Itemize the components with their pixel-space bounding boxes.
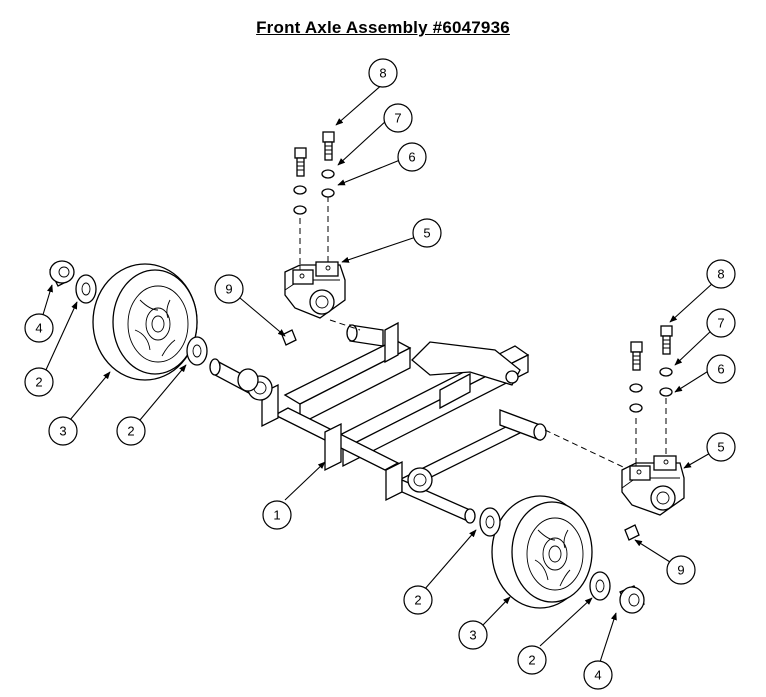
right-wheel-part bbox=[491, 495, 593, 609]
left-inner-washer-part bbox=[186, 336, 208, 366]
diagram-title: Front Axle Assembly #6047936 bbox=[256, 18, 510, 37]
callout-6-right: 6 bbox=[706, 354, 736, 384]
axis-centerline-left bbox=[329, 319, 361, 331]
left-bolts-part bbox=[294, 131, 335, 177]
callout-3-right-label: 3 bbox=[469, 628, 476, 643]
callout-6-left: 6 bbox=[397, 142, 427, 172]
callout-5-left: 5 bbox=[412, 218, 442, 248]
callout-4-right: 4 bbox=[583, 660, 613, 690]
right-collar-part bbox=[619, 585, 645, 614]
callout-4-left: 4 bbox=[24, 313, 54, 343]
callout-3-left-label: 3 bbox=[59, 424, 66, 439]
right-bolts-part bbox=[630, 325, 673, 371]
left-wheel-part bbox=[92, 263, 198, 381]
callout-2-left-outer: 2 bbox=[24, 367, 54, 397]
callout-2-left-inner: 2 bbox=[116, 416, 146, 446]
callout-2-left-inner-label: 2 bbox=[127, 424, 134, 439]
callout-8-left-label: 8 bbox=[379, 66, 386, 81]
callout-9-right-label: 9 bbox=[677, 563, 684, 578]
callout-3-left: 3 bbox=[48, 416, 78, 446]
left-collar-part bbox=[49, 260, 75, 287]
left-set-screw-part bbox=[281, 329, 297, 346]
callout-6-left-label: 6 bbox=[408, 150, 415, 165]
callout-7-left-label: 7 bbox=[394, 111, 401, 126]
callout-5-right: 5 bbox=[706, 432, 736, 462]
callout-8-right-label: 8 bbox=[717, 267, 724, 282]
callout-8-right: 8 bbox=[706, 259, 736, 289]
left-washers-part bbox=[293, 169, 335, 215]
axis-centerline-right bbox=[544, 429, 641, 476]
callout-4-left-label: 4 bbox=[35, 321, 42, 336]
callout-9-left-label: 9 bbox=[225, 282, 232, 297]
callout-3-right: 3 bbox=[458, 620, 488, 650]
callout-2-left-outer-label: 2 bbox=[35, 375, 42, 390]
right-set-screw-part bbox=[624, 524, 640, 541]
callout-1-label: 1 bbox=[273, 508, 280, 523]
axle-frame-part bbox=[209, 321, 547, 524]
callout-9-left: 9 bbox=[214, 274, 244, 304]
callout-5-left-label: 5 bbox=[423, 226, 430, 241]
right-inner-washer-part bbox=[479, 507, 501, 537]
callout-2-right-outer-label: 2 bbox=[528, 653, 535, 668]
callout-6-right-label: 6 bbox=[717, 362, 724, 377]
callout-leaders bbox=[41, 82, 714, 663]
right-outer-washer-part bbox=[589, 571, 611, 601]
callout-7-left: 7 bbox=[383, 103, 413, 133]
callout-2-right-inner-label: 2 bbox=[414, 593, 421, 608]
callout-4-right-label: 4 bbox=[594, 668, 601, 683]
left-outer-washer-part bbox=[75, 274, 97, 304]
callout-1: 1 bbox=[262, 500, 292, 530]
callout-9-right: 9 bbox=[666, 555, 696, 585]
right-washers-part bbox=[629, 367, 673, 413]
callout-8-left: 8 bbox=[368, 58, 398, 88]
callout-5-right-label: 5 bbox=[717, 440, 724, 455]
left-bearing-block-part bbox=[284, 261, 346, 319]
callout-7-right-label: 7 bbox=[717, 316, 724, 331]
callout-2-right-inner: 2 bbox=[403, 585, 433, 615]
callout-2-right-outer: 2 bbox=[517, 645, 547, 675]
callout-7-right: 7 bbox=[706, 308, 736, 338]
right-bearing-block-part bbox=[621, 455, 685, 516]
